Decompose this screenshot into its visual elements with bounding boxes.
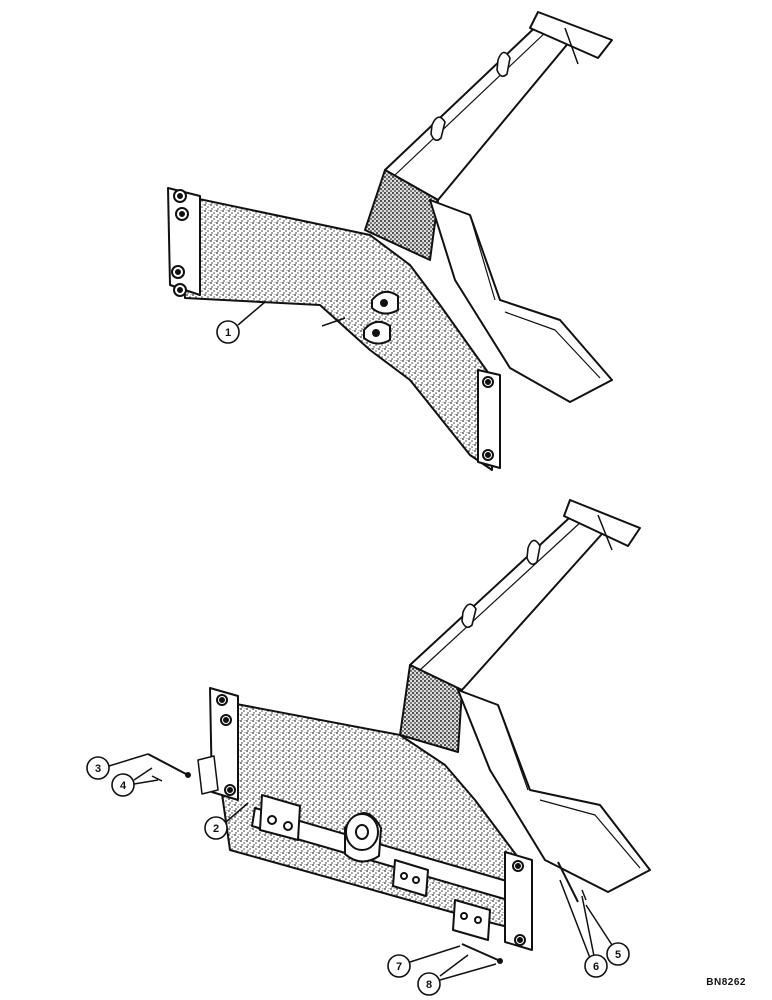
- reference-code: BN8262: [706, 977, 746, 988]
- shaft-bearing-center: [392, 859, 429, 897]
- clevis-loop-bottom-upper: [526, 539, 541, 566]
- callout-3-label: 3: [95, 763, 101, 775]
- callout-8-label: 8: [426, 979, 432, 991]
- shaft-bearing-right: [452, 899, 491, 941]
- callout-2-label: 2: [213, 823, 219, 835]
- right-end-plate-top: [477, 369, 501, 469]
- cotter-pin-left: [151, 775, 163, 782]
- pin-bottom: [461, 943, 499, 961]
- callout-3: 3: [86, 753, 149, 780]
- callout-2: 2: [204, 802, 249, 840]
- callout-4-label: 4: [120, 780, 127, 792]
- clevis-loop-top-upper: [496, 51, 511, 78]
- callout-1-label: 1: [225, 327, 231, 339]
- junction-gusset-top: [364, 169, 439, 261]
- callout-7: 7: [387, 945, 461, 978]
- left-end-plate-top: [167, 187, 201, 296]
- callout-5-label: 5: [615, 949, 621, 961]
- callout-6: 6: [559, 879, 608, 978]
- a-frame-assembly-top: [167, 11, 613, 471]
- clevis-loop-bottom-lower: [461, 603, 477, 629]
- pin-assembly-bottom: [461, 943, 503, 964]
- pin-assembly-right: [557, 861, 587, 903]
- callout-4: 4: [111, 767, 159, 797]
- callout-6-label: 6: [593, 961, 599, 973]
- a-frame-assembly-bottom: [197, 499, 651, 951]
- tongue-tube-bottom: [409, 507, 611, 691]
- callout-5: 5: [585, 904, 630, 966]
- pin-left: [147, 753, 187, 775]
- clevis-loop-top-lower: [430, 116, 446, 142]
- callout-8: 8: [417, 954, 497, 996]
- pin-assembly-left: [147, 753, 191, 782]
- right-leg-top: [429, 199, 613, 403]
- hitch-plate-top: [529, 11, 613, 59]
- pin-right: [557, 861, 579, 903]
- callout-7-label: 7: [396, 961, 402, 973]
- junction-gusset-bottom: [399, 664, 463, 753]
- cotter-pin-right: [581, 889, 587, 901]
- right-end-plate-bottom: [504, 851, 533, 951]
- right-leg-bottom: [457, 689, 651, 893]
- tongue-tube-top: [384, 17, 576, 201]
- callout-1: 1: [216, 301, 266, 344]
